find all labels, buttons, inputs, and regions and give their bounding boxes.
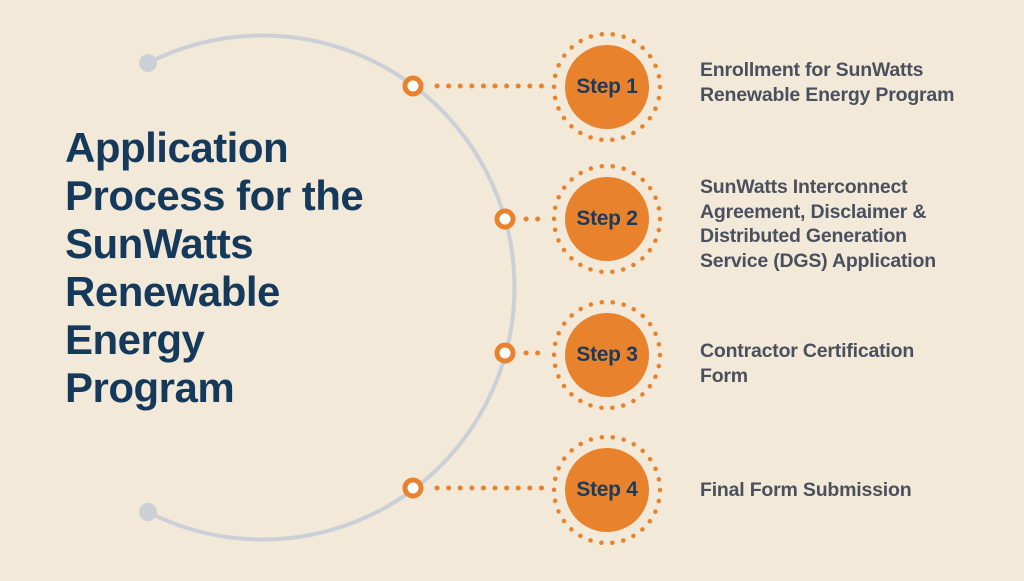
dotted-ring-step-3 xyxy=(551,299,663,411)
arc-start-dot xyxy=(139,54,157,72)
description-line: Agreement, Disclaimer & xyxy=(700,200,927,223)
step-description-1: Enrollment for SunWatts Renewable Energy… xyxy=(700,58,954,107)
description-line: Distributed Generation xyxy=(700,225,907,247)
arc-node-step-1 xyxy=(402,75,424,97)
arc-node-step-3 xyxy=(494,342,516,364)
page-title-line: Energy xyxy=(65,316,205,363)
step-label: Step 2 xyxy=(576,207,638,230)
arc-node-step-2 xyxy=(494,208,516,230)
description-line: Service (DGS) Application xyxy=(700,249,936,272)
description-line: Renewable Energy Program xyxy=(700,83,955,106)
step-label: Step 4 xyxy=(576,478,638,501)
step-badge-3: Step 3 xyxy=(565,313,649,397)
description-line: Enrollment for SunWatts xyxy=(700,59,924,81)
description-line: Contractor Certification xyxy=(700,340,915,362)
page-title-line: SunWatts xyxy=(65,220,254,267)
step-badge-2: Step 2 xyxy=(565,177,649,261)
page-title-line: Application xyxy=(65,124,289,171)
dotted-ring-step-4 xyxy=(551,434,663,546)
description-line: Form xyxy=(700,364,748,387)
arc-node-step-4 xyxy=(402,477,424,499)
dotted-ring-step-2 xyxy=(551,163,663,275)
page-title: Application Process for the SunWatts Ren… xyxy=(65,124,364,412)
page-title-line: Renewable xyxy=(65,268,280,315)
step-description-2: SunWatts Interconnect Agreement, Disclai… xyxy=(700,175,936,273)
step-badge-1: Step 1 xyxy=(565,45,649,129)
step-description-3: Contractor Certification Form xyxy=(700,339,914,388)
description-line: Final Form Submission xyxy=(700,479,912,501)
description-line: SunWatts Interconnect xyxy=(700,176,908,198)
page-title-line: Process for the xyxy=(65,172,364,219)
step-description-4: Final Form Submission xyxy=(700,478,912,503)
timeline-arc xyxy=(147,33,517,542)
step-label: Step 3 xyxy=(576,343,638,366)
step-label: Step 1 xyxy=(576,75,638,98)
page-title-line: Program xyxy=(65,364,235,411)
step-badge-4: Step 4 xyxy=(565,448,649,532)
arc-end-dot xyxy=(139,503,157,521)
dotted-ring-step-1 xyxy=(551,31,663,143)
